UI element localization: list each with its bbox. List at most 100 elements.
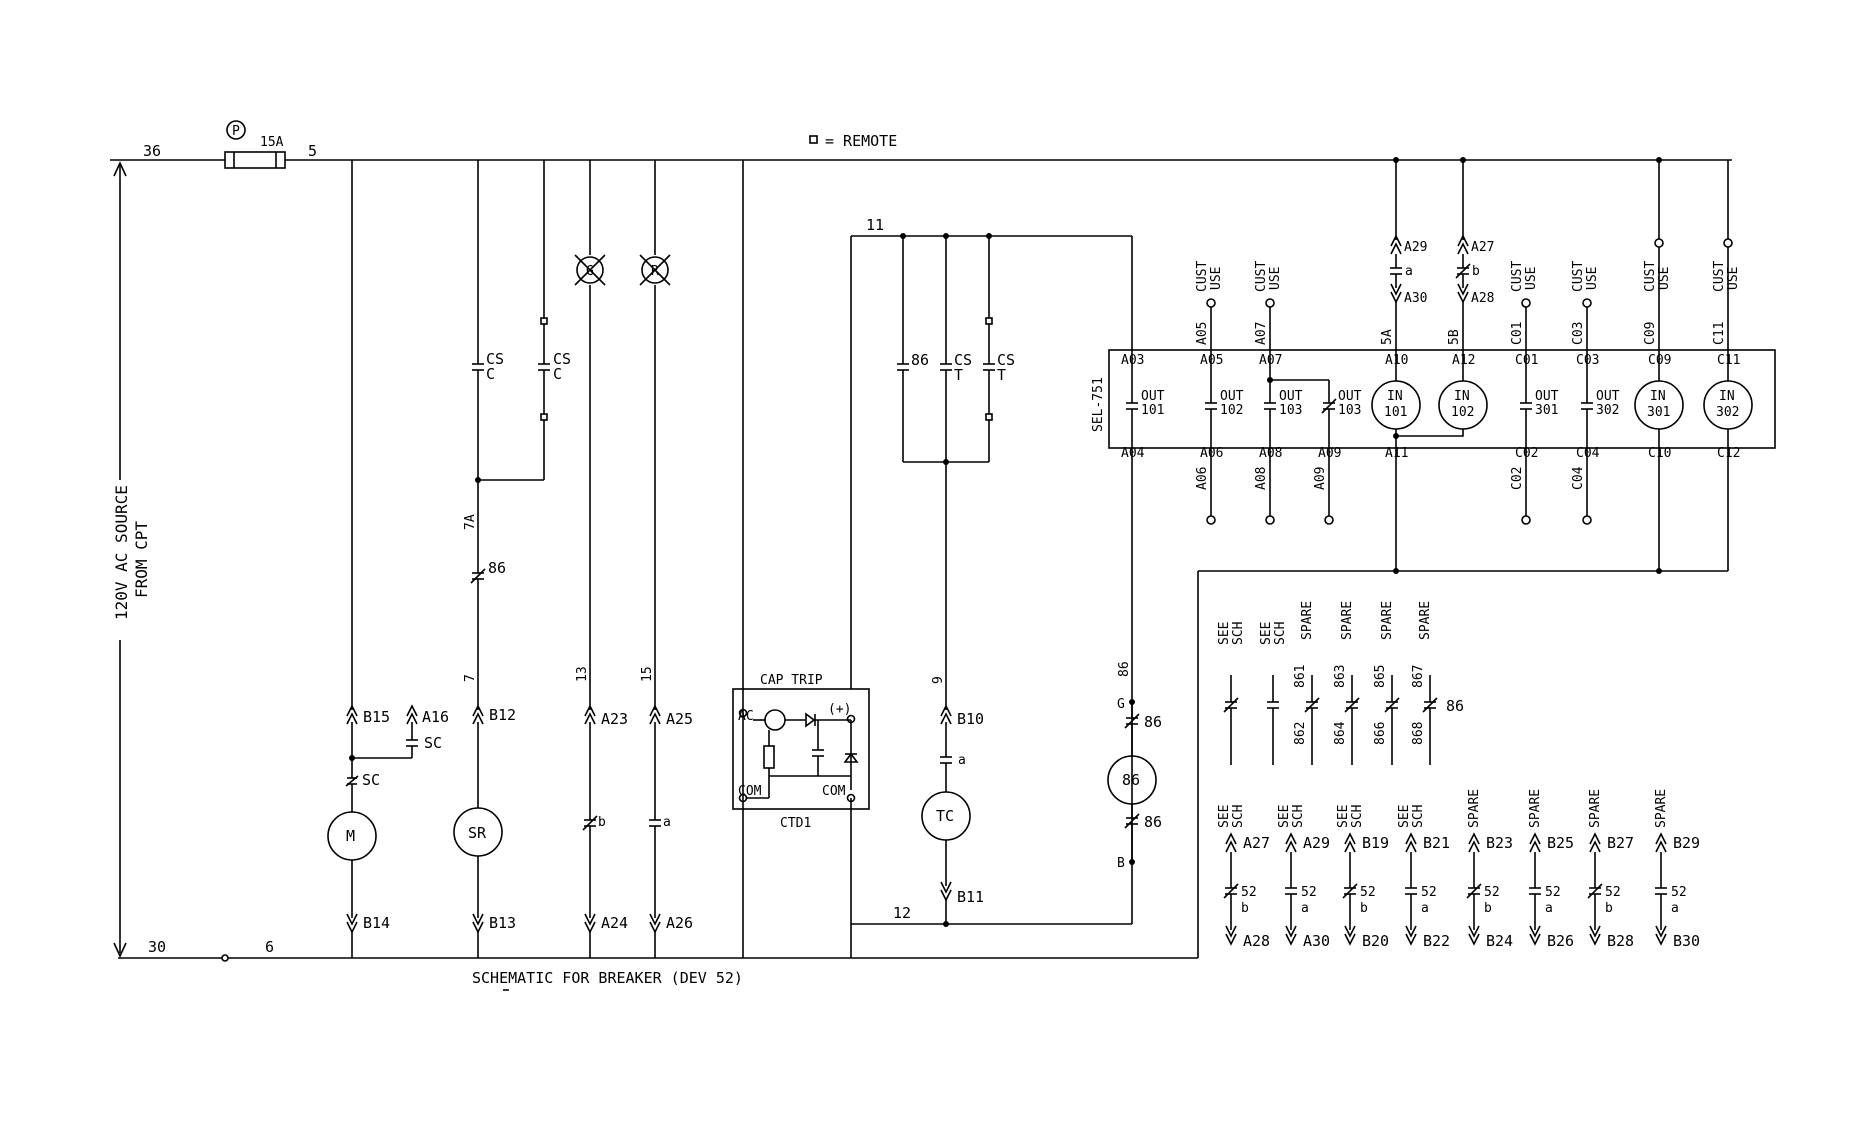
relay-in302-num: 302 [1716,405,1739,420]
hdr-see: SEE [1217,622,1232,645]
hdr-spare: SPARE [1467,789,1482,828]
connector-up-icon [1468,832,1480,845]
term-b12: B12 [489,706,516,724]
wire-9: 9 [931,676,946,684]
contact-cs-t2-sub: T [997,366,1006,384]
lamp-r: R [651,264,659,279]
cap-trip-device [732,160,870,958]
lockout-contact-top: 86 [1144,713,1162,731]
relay-out102-num: 102 [1220,403,1243,418]
device-sr: SR [468,824,487,842]
relay-term-a10: A10 [1385,353,1408,368]
contact-cs-t1-sub: T [954,366,963,384]
relay-in301-num: 301 [1647,405,1670,420]
use-1: USE [1209,267,1224,290]
contact-86-trip: 86 [911,351,929,369]
ext-c01: C01 [1510,322,1525,345]
connector-up-icon [1529,840,1541,853]
contact-52-label: 52 [1605,885,1621,900]
motor-branch [327,160,418,958]
connector-down-icon [1529,925,1541,938]
connector-down-icon [1405,933,1417,946]
ext-c11: C11 [1712,322,1727,345]
hdr-sch: SCH [1411,805,1426,828]
contact-slash [1384,697,1400,713]
hdr-spare: SPARE [1300,601,1315,640]
use-6: USE [1726,267,1741,290]
connector-up-icon [1405,840,1417,853]
relay-out101-label: OUT [1141,389,1165,404]
contact-cs-1: CS [486,350,504,368]
relay-term-c09: C09 [1648,353,1671,368]
connector-down-icon [1344,925,1356,938]
lockout-g: G [1117,697,1125,712]
contact-slash [1344,697,1360,713]
use-4: USE [1585,267,1600,290]
connector-down-icon [1589,933,1601,946]
term-bottom: B20 [1362,932,1389,950]
wire-86: 86 [1117,661,1132,677]
contact-type: a [1671,901,1679,916]
contact-type: a [1301,901,1309,916]
contact-num-top: 863 [1333,665,1348,688]
cust-use-labels: CUST USE CUST USE CUST USE CUST USE CUST… [1195,261,1741,292]
connector-down-icon [1655,933,1667,946]
contact-slash [1223,697,1239,713]
wire-label-36: 36 [143,142,161,160]
contact-num-bottom: 866 [1373,722,1388,745]
cap-trip-com-left: COM [738,784,762,799]
relay-out302-label: OUT [1596,389,1620,404]
relay-term-c12: C12 [1717,446,1740,461]
red-lamp-branch [639,160,671,958]
ext-a05: A05 [1195,322,1210,345]
contact-slash [1587,883,1603,899]
fuse-marker: P [232,124,240,139]
contact-cs-t1: CS [954,351,972,369]
term-bottom: B28 [1607,932,1634,950]
contact-type: a [1545,901,1553,916]
wire-7: 7 [463,674,478,682]
term-bottom: B24 [1486,932,1513,950]
sel-751-relay [1108,349,1776,449]
relay-out301-label: OUT [1535,389,1559,404]
relay-out103-num: 103 [1279,403,1302,418]
cust-4: CUST [1571,261,1586,292]
cust-1: CUST [1195,261,1210,292]
cust-6: CUST [1712,261,1727,292]
contact-sc-aux: SC [424,734,442,752]
contact-b-a27: b [1472,264,1480,279]
hdr-see: SEE [1217,805,1232,828]
contact-num-top: 865 [1373,665,1388,688]
relay-term-c04: C04 [1576,446,1600,461]
contact-cs-1-sub: C [486,365,495,383]
wire-label-6: 6 [265,938,274,956]
hdr-see: SEE [1397,805,1412,828]
relay-term-a04: A04 [1121,446,1145,461]
term-b13: B13 [489,914,516,932]
relay-name: SEL-751 [1091,377,1106,432]
term-top: B23 [1486,834,1513,852]
trip-branch [850,233,1133,927]
wire-11: 11 [866,216,884,234]
term-top: A27 [1243,834,1270,852]
connector-down-icon [1468,925,1480,938]
contact-num-bottom: 864 [1333,721,1348,745]
ext-a06: A06 [1195,467,1210,490]
connector-up-icon [1225,832,1237,845]
term-top: B25 [1547,834,1574,852]
ext-c03: C03 [1571,322,1586,345]
contact-52-label: 52 [1421,885,1437,900]
use-2: USE [1268,267,1283,290]
connector-down-icon [1529,933,1541,946]
term-bottom: A28 [1243,932,1270,950]
relay-in101-num: 101 [1384,405,1407,420]
hdr-sch: SCH [1350,805,1365,828]
relay-term-c10: C10 [1648,446,1671,461]
contact-a-a29: a [1405,264,1413,279]
contact-cs-t2: CS [997,351,1015,369]
term-a29: A29 [1404,240,1427,255]
wire-12: 12 [893,904,911,922]
ext-c04: C04 [1571,466,1586,490]
ext-c02: C02 [1510,467,1525,490]
